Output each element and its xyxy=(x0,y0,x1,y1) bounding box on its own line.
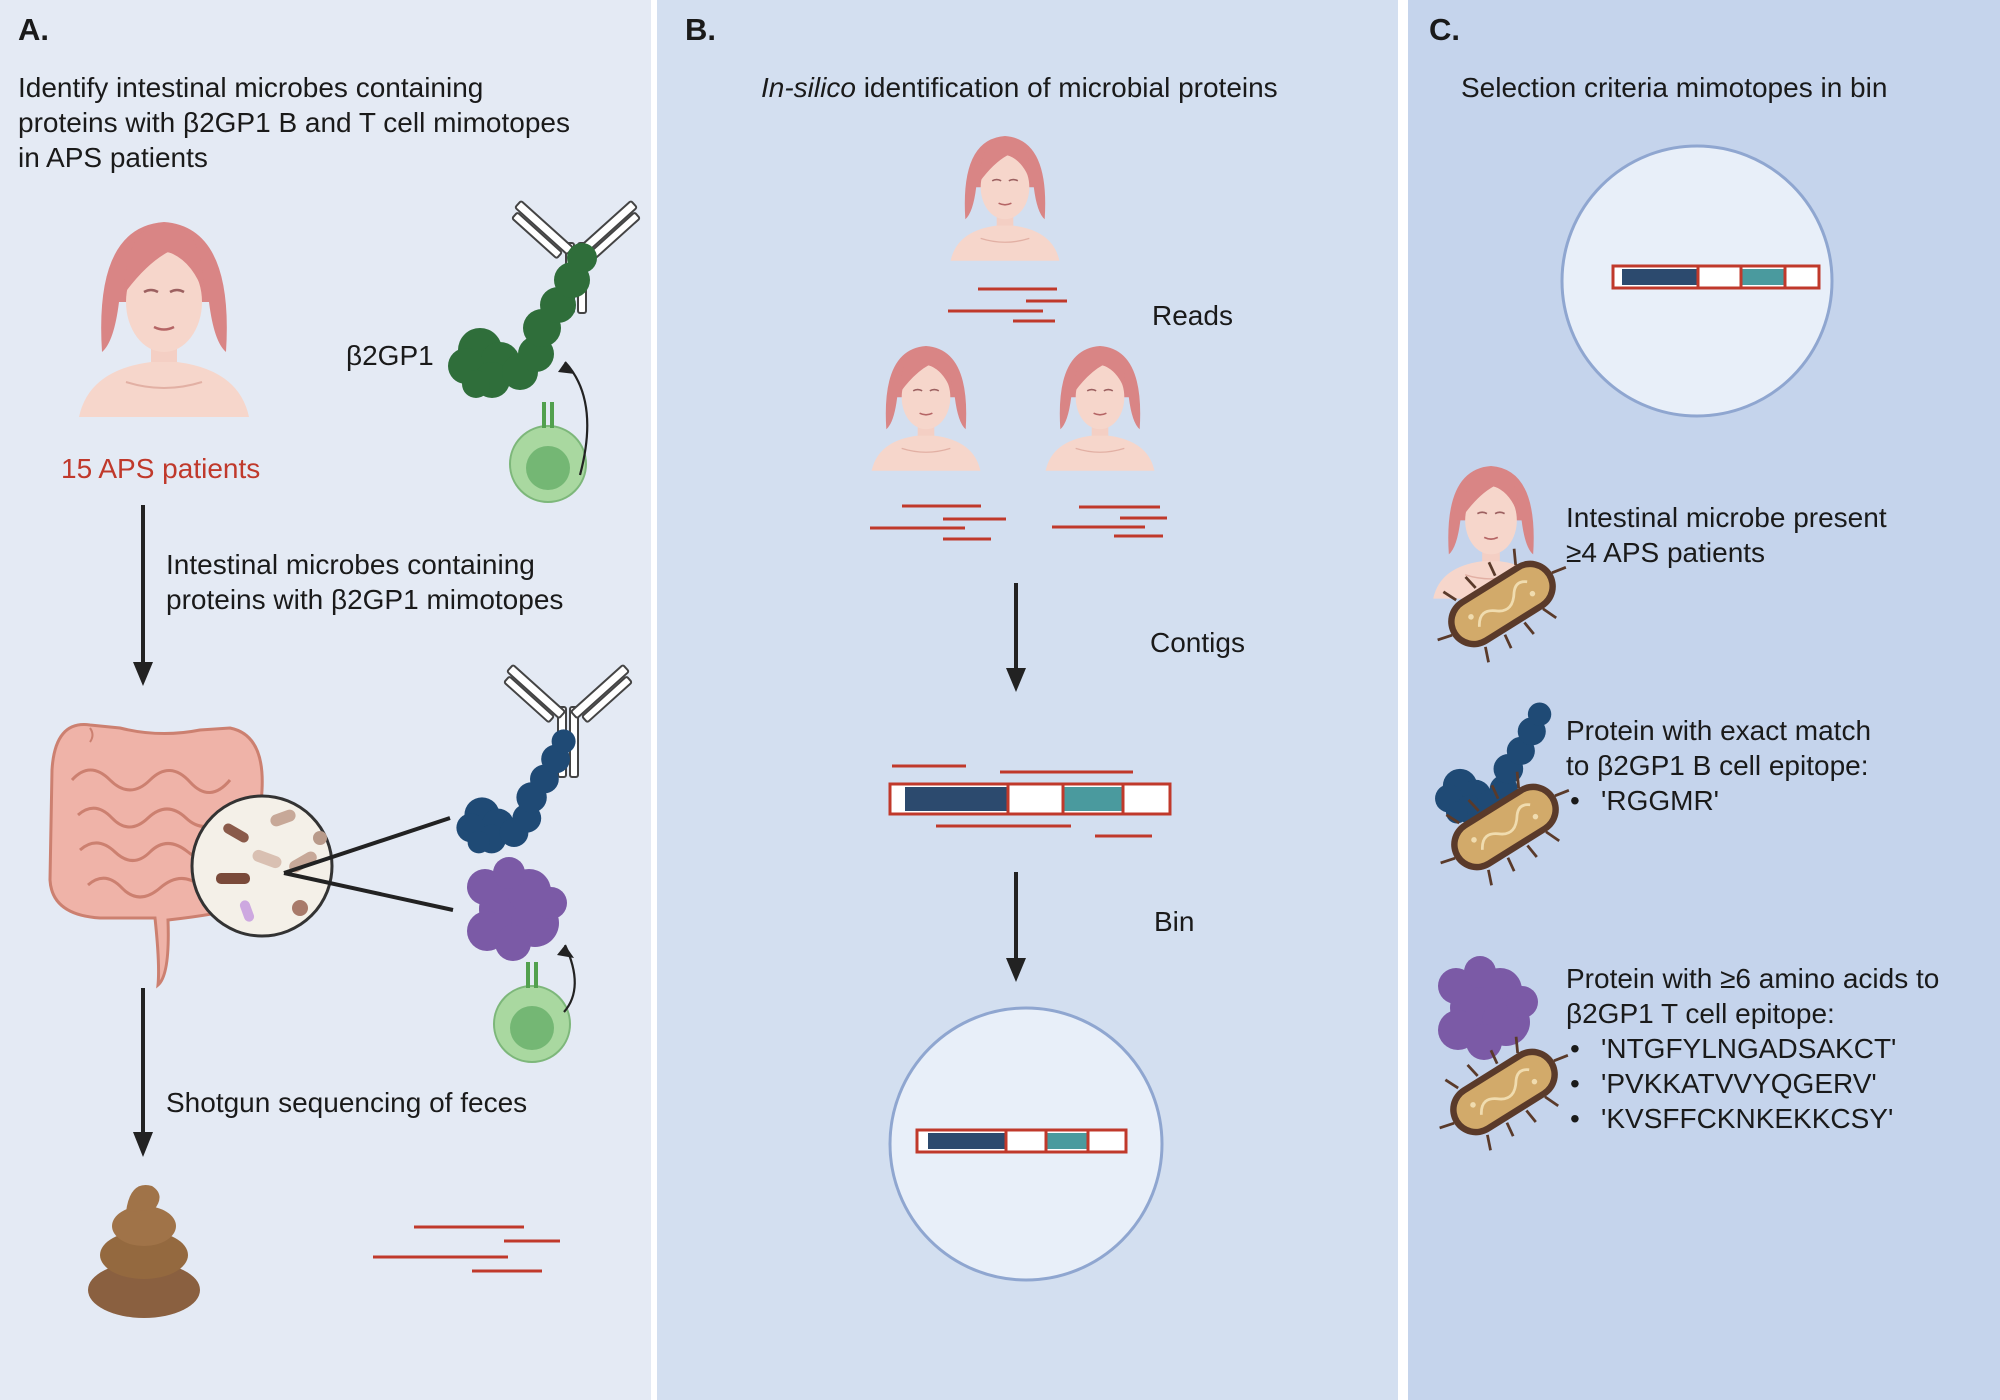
down-arrow-1 xyxy=(133,505,153,686)
panel-c-title: Selection criteria mimotopes in bin xyxy=(1461,72,1888,103)
panel-a-heading-line: proteins with β2GP1 B and T cell mimotop… xyxy=(18,107,571,138)
bin-label: Bin xyxy=(1154,906,1195,937)
microbiome-magnifier xyxy=(190,794,334,938)
criterion3-epitope-list: 'NTGFYLNGADSAKCT' 'PVKKATVVYQGERV' 'KVSF… xyxy=(1566,1031,1939,1136)
t-cell-icon xyxy=(509,401,587,503)
reads-1 xyxy=(948,287,1067,323)
panel-b-title: In-silico identification of microbial pr… xyxy=(761,70,1278,105)
patients-label: 15 APS patients xyxy=(61,453,261,484)
intestine-icon xyxy=(48,723,264,989)
panel-b-title-rest: identification of microbial proteins xyxy=(855,72,1278,103)
down-arrow-b2 xyxy=(1006,872,1026,982)
epitope-item: 'PVKKATVVYQGERV' xyxy=(1566,1066,1939,1101)
arrowhead-icon xyxy=(558,362,575,374)
criterion2-text: Protein with exact match to β2GP1 B cell… xyxy=(1566,713,1871,818)
criterion3-text: Protein with ≥6 amino acids to β2GP1 T c… xyxy=(1566,961,1939,1136)
reads-3 xyxy=(1052,505,1167,538)
criterion3-line: β2GP1 T cell epitope: xyxy=(1566,998,1835,1029)
step1-line: proteins with β2GP1 mimotopes xyxy=(166,584,564,615)
arrowhead-icon-2 xyxy=(557,945,574,958)
epitope-item: 'NTGFYLNGADSAKCT' xyxy=(1566,1031,1939,1066)
patient-woman-icon-b2 xyxy=(870,345,982,472)
criterion1-bacterium-icon xyxy=(1415,527,1589,681)
reads-label: Reads xyxy=(1152,300,1233,331)
connector-line-2 xyxy=(283,871,454,912)
step1-line: Intestinal microbes containing xyxy=(166,549,535,580)
reads-2 xyxy=(870,504,1006,541)
criterion1-text: Intestinal microbe present ≥4 APS patien… xyxy=(1566,500,1887,570)
contig-assembly xyxy=(888,764,1172,838)
bin-circle xyxy=(888,1006,1164,1282)
down-arrow-b1 xyxy=(1006,583,1026,692)
feces-icon xyxy=(88,1185,200,1318)
criterion2-line: to β2GP1 B cell epitope: xyxy=(1566,750,1869,781)
t-cell-icon-2 xyxy=(493,961,571,1063)
contigs-label: Contigs xyxy=(1150,627,1245,658)
criterion2-line: Protein with exact match xyxy=(1566,715,1872,746)
step1-label: Intestinal microbes containing proteins … xyxy=(166,547,563,617)
criterion2-epitope-list: 'RGGMR' xyxy=(1566,783,1871,818)
down-arrow-2 xyxy=(133,988,153,1157)
selection-bin-circle xyxy=(1560,144,1834,418)
patient-woman-icon xyxy=(77,220,251,419)
patient-woman-icon-b1 xyxy=(949,135,1061,262)
panel-b-title-italic: In-silico xyxy=(761,72,856,103)
panel-a-heading-line: in APS patients xyxy=(18,142,208,173)
connector-line-1 xyxy=(283,816,451,875)
b2gp1-label: β2GP1 xyxy=(346,340,434,371)
panel-b-letter: B. xyxy=(685,12,716,47)
patient-woman-icon-b3 xyxy=(1044,345,1156,472)
panel-a-heading-line: Identify intestinal microbes containing xyxy=(18,72,484,103)
step2-label: Shotgun sequencing of feces xyxy=(166,1087,528,1118)
criterion1-line: Intestinal microbe present xyxy=(1566,502,1887,533)
b-cell-mimotope-icon xyxy=(456,729,576,854)
criterion3-line: Protein with ≥6 amino acids to xyxy=(1566,963,1940,994)
panel-a-letter: A. xyxy=(18,12,49,47)
panel-a-heading: Identify intestinal microbes containing … xyxy=(18,70,570,175)
panel-c-letter: C. xyxy=(1429,12,1460,47)
criterion3-protein-icon xyxy=(1438,956,1538,1060)
criterion1-line: ≥4 APS patients xyxy=(1566,537,1766,568)
t-cell-mimotope-icon xyxy=(467,857,567,961)
sequencing-reads xyxy=(373,1225,560,1273)
epitope-item: 'KVSFFCKNKEKKCSY' xyxy=(1566,1101,1939,1136)
epitope-item: 'RGGMR' xyxy=(1566,783,1871,818)
